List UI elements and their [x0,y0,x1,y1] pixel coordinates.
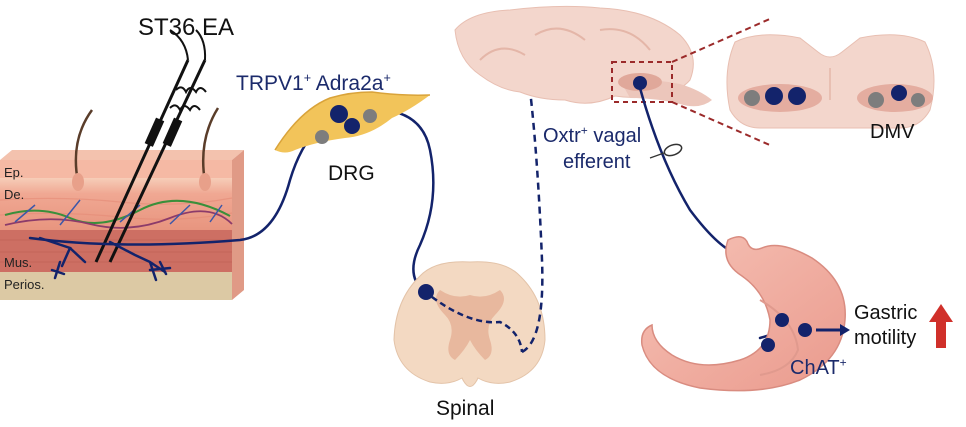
skin-block [0,107,244,300]
layer-label-ep: Ep. [4,165,24,180]
dmv-neuron-body [633,76,647,90]
drg-ganglion [274,91,431,153]
layer-label-de: De. [4,187,25,202]
layer-periosteum [0,272,232,300]
oxtr-text: Oxtr [543,125,581,147]
vagus-marker [663,143,683,157]
trpv1-neuron-body [344,118,360,134]
trpv1-text: TRPV1 [236,72,304,95]
motility-label: motility [854,327,917,349]
chat-neuron-body [761,338,775,352]
dmv-label: DMV [870,121,915,143]
brain [454,5,773,147]
gray-cell [315,130,329,144]
stomach [640,236,846,392]
gray-cell [744,90,760,106]
chat-neuron-body [798,323,812,337]
gray-cell [363,109,377,123]
oxtr-label-line1: Oxtr+ vagal [543,123,642,147]
trpv1-neuron-body [330,105,348,123]
needle-icon [94,29,207,263]
spinal-neuron-body [418,284,434,300]
gastric-label: Gastric [854,302,918,324]
layer-label-mus: Mus. [4,255,33,270]
trpv1-adra2a-label: TRPV1+ Adra2a+ [236,71,391,95]
spinal-cord [393,261,546,387]
chat-text: ChAT [790,357,840,379]
gray-cell [911,93,925,107]
skin-side-face [232,150,244,300]
drg-label: DRG [328,162,375,185]
adra2a-text: Adra2a [315,72,384,95]
spinal-label: Spinal [436,397,495,420]
chat-label: ChAT+ [790,355,847,379]
gray-cell [868,92,884,108]
dmv-highlight-box [611,61,673,103]
dmv-neuron-body [788,87,806,105]
chat-neuron-body [775,313,789,327]
oxtr-label-line2: efferent [563,151,631,173]
dmv-inset [726,34,935,129]
right-arrow-icon [816,324,850,336]
up-arrow-icon [929,304,953,348]
dmv-neuron-body [765,87,783,105]
ea-label: ST36 EA [138,14,235,41]
adra2a-plus: + [383,71,391,85]
skin-top-face [0,150,244,160]
dmv-neuron-body [891,85,907,101]
chat-plus: + [839,355,847,370]
layer-epidermis [0,160,232,178]
oxtr-plus: + [580,123,588,138]
layer-label-perios: Perios. [4,277,45,292]
trpv1-plus: + [303,71,312,85]
vagal-text: vagal [587,125,642,147]
